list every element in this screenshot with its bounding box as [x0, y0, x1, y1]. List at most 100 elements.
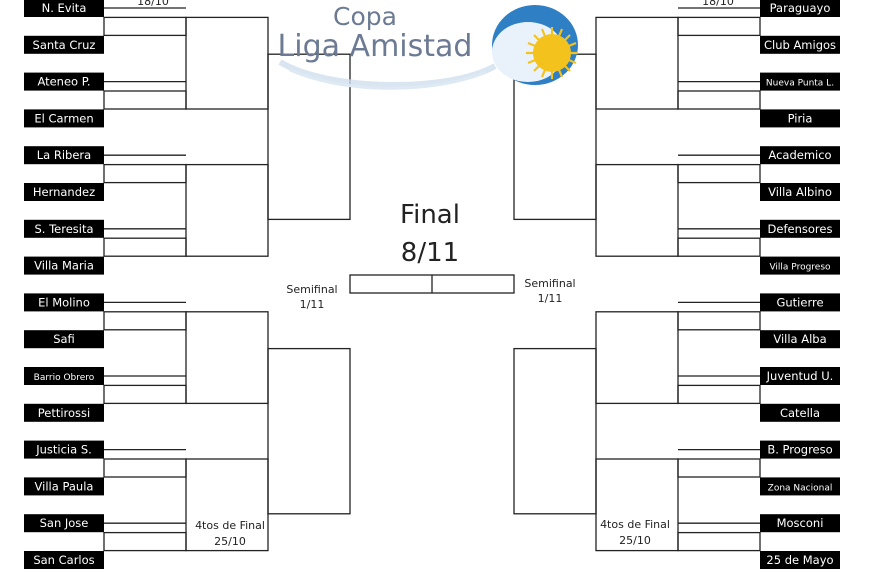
team-name: Piria [788, 111, 813, 125]
team-box-bg [760, 109, 840, 128]
team-name: Juventud U. [766, 369, 834, 383]
team-box: Villa Albino [760, 183, 840, 201]
bracket-slot [595, 163, 679, 257]
team-box: Nueva Punta L. [760, 72, 840, 91]
bracket-slot [677, 163, 761, 184]
logo-title-line1: Copa [333, 2, 397, 31]
bracket-slot [103, 16, 187, 37]
team-name: Defensores [768, 222, 833, 236]
team-box-bg [24, 403, 104, 422]
team-box: Villa Progreso [760, 256, 840, 275]
team-name: Pettirossi [38, 406, 91, 420]
team-box: Gutierre [760, 293, 840, 312]
bracket-slot [103, 531, 187, 552]
round1-date-right: 18/10 [702, 0, 734, 8]
bracket-slot [103, 163, 187, 184]
team-name: Barrio Obrero [34, 373, 95, 383]
team-box: B. Progreso [760, 440, 840, 459]
bracket-slot [595, 16, 679, 110]
team-box: Barrio Obrero [24, 367, 104, 385]
team-box: Santa Cruz [24, 35, 104, 54]
team-box: Ateneo P. [24, 72, 104, 91]
team-box: N. Evita [24, 0, 104, 17]
team-box-bg [760, 183, 840, 201]
team-box-bg [760, 514, 840, 533]
quarterfinal-right-date: 25/10 [619, 534, 651, 547]
bracket-slot [103, 90, 187, 110]
team-box: San Carlos [24, 551, 104, 569]
team-name: Safi [53, 332, 75, 346]
team-box-bg [24, 0, 104, 17]
team-box: Villa Maria [24, 256, 104, 275]
sun-icon [526, 27, 578, 79]
team-box: Zona Nacional [760, 477, 840, 496]
team-box: Club Amigos [760, 35, 840, 54]
team-name: N. Evita [42, 1, 87, 15]
team-box-bg [760, 146, 840, 165]
logo-swoosh [278, 5, 578, 90]
team-box-bg [24, 514, 104, 533]
team-box-bg [760, 35, 840, 54]
team-box-bg [760, 219, 840, 238]
team-box: El Carmen [24, 109, 104, 128]
team-box: Villa Alba [760, 330, 840, 349]
team-name: La Ribera [37, 148, 91, 162]
bracket-slot [185, 163, 269, 257]
bracket-slot [103, 237, 187, 257]
team-name: Santa Cruz [33, 38, 96, 52]
team-name: El Carmen [34, 111, 93, 125]
team-name: San Jose [40, 516, 89, 530]
quarterfinal-left-title: 4tos de Final [195, 519, 265, 532]
team-name: S. Teresita [34, 222, 93, 236]
team-box-bg [760, 256, 840, 275]
team-box-bg [760, 0, 840, 17]
team-box: El Molino [24, 293, 104, 312]
team-name: Hernandez [33, 185, 95, 199]
bracket-slot [513, 347, 597, 515]
team-name: El Molino [38, 295, 90, 309]
quarterfinal-left-date: 25/10 [214, 535, 246, 548]
bracket-slot [185, 16, 269, 110]
team-box: Justicia S. [24, 440, 104, 459]
team-name: B. Progreso [767, 443, 832, 457]
team-name: San Carlos [33, 553, 94, 567]
semifinal-right-title: Semifinal [524, 277, 576, 290]
team-name: Justicia S. [35, 443, 92, 457]
team-name: Mosconi [777, 516, 824, 530]
bracket-slot [677, 384, 761, 405]
team-box: San Jose [24, 514, 104, 533]
team-name: Ateneo P. [37, 75, 90, 89]
copa-logo: Copa Liga Amistad [270, 0, 590, 100]
final-title: Final [400, 200, 460, 230]
team-name: Villa Albino [768, 185, 832, 199]
team-box: Hernandez [24, 183, 104, 201]
team-name: Villa Progreso [769, 263, 831, 273]
team-name: Catella [780, 406, 820, 420]
team-box-bg [760, 367, 840, 385]
team-box-bg [24, 72, 104, 91]
team-box: S. Teresita [24, 219, 104, 238]
team-box-bg [24, 35, 104, 54]
semifinal-left-title: Semifinal [286, 283, 338, 296]
team-box-bg [24, 440, 104, 459]
team-box-bg [24, 256, 104, 275]
bracket-slot [103, 311, 187, 331]
team-box: Mosconi [760, 514, 840, 533]
team-box-bg [760, 72, 840, 91]
team-box: Academico [760, 146, 840, 165]
team-box-bg [760, 293, 840, 312]
team-name: Zona Nacional [768, 483, 833, 493]
team-name: Nueva Punta L. [766, 79, 834, 89]
team-box-bg [24, 219, 104, 238]
team-box: Juventud U. [760, 367, 840, 385]
bracket-slot [677, 531, 761, 552]
bracket-slot [267, 347, 351, 515]
team-box: Piria [760, 109, 840, 128]
bracket-slot [677, 458, 761, 478]
team-name: Villa Maria [34, 259, 94, 273]
team-box: 25 de Mayo [760, 551, 840, 569]
team-box: Catella [760, 403, 840, 422]
team-box-bg [760, 330, 840, 349]
